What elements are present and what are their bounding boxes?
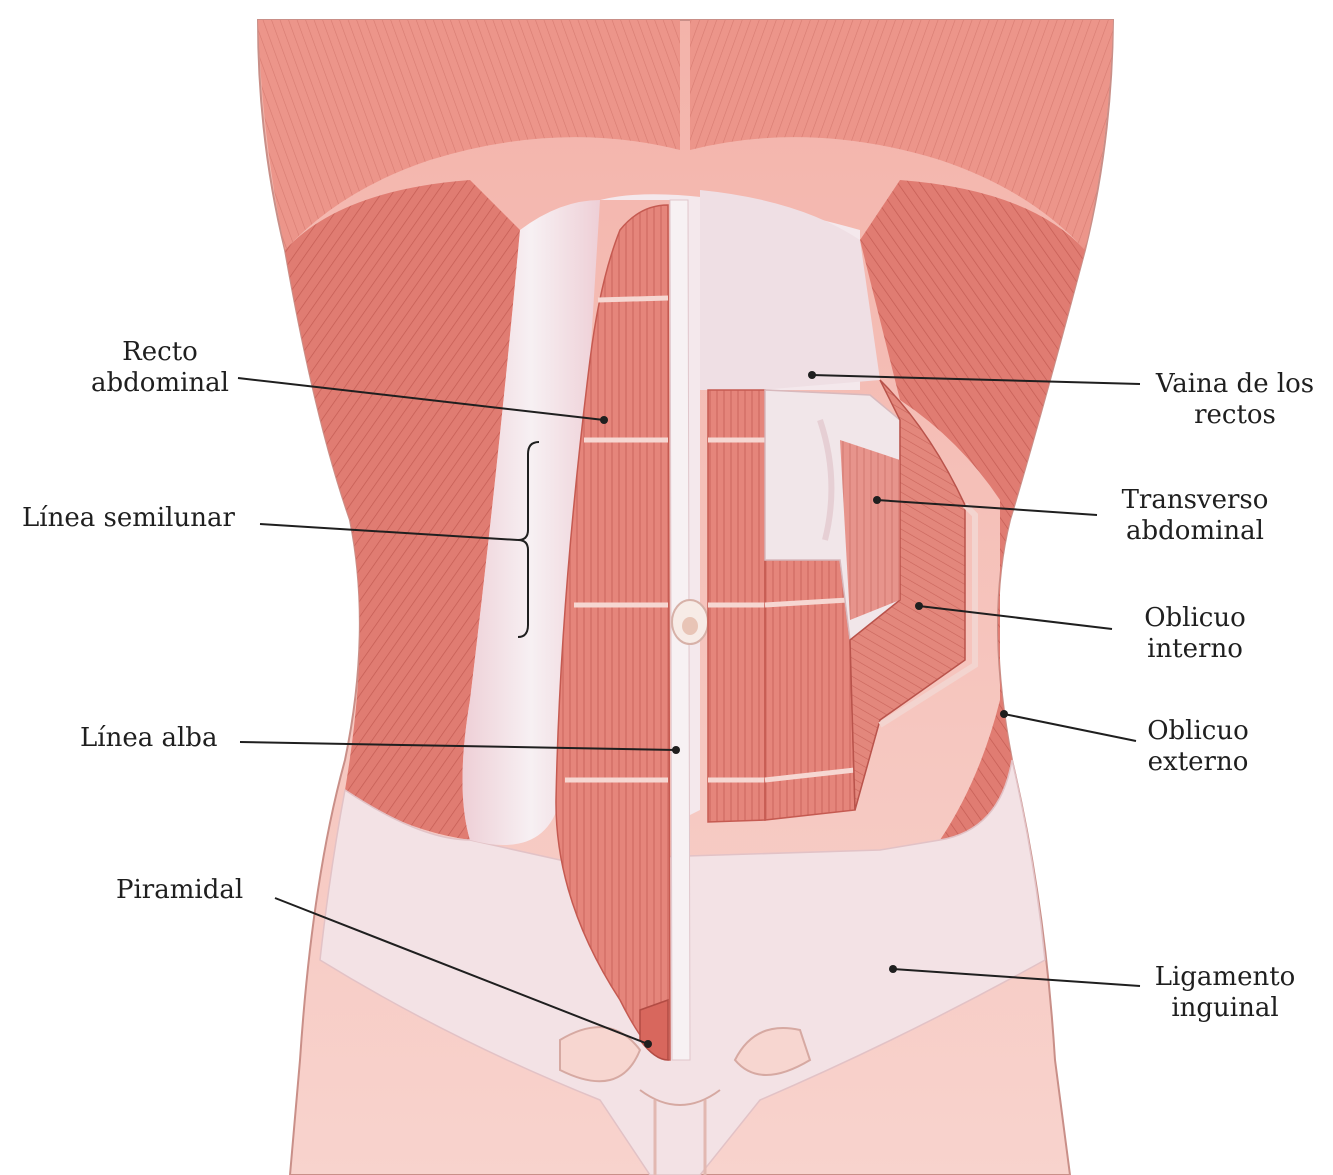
label-linea-alba: Línea alba bbox=[80, 723, 217, 754]
label-vaina-de-los-rectos: Vaina de los rectos bbox=[1140, 369, 1330, 431]
label-semilunar-line1: Línea semilunar bbox=[22, 503, 235, 534]
label-piramidal: Piramidal bbox=[116, 875, 243, 906]
label-piramidal-line1: Piramidal bbox=[116, 875, 243, 906]
label-recto-abdominal: Recto abdominal bbox=[80, 337, 240, 399]
label-alba-line1: Línea alba bbox=[80, 723, 217, 754]
label-oblicuo-externo-line1: Oblicuo bbox=[1118, 716, 1278, 747]
label-linea-semilunar: Línea semilunar bbox=[22, 503, 235, 534]
label-ligamento-inguinal: Ligamento inguinal bbox=[1130, 962, 1320, 1024]
label-oblicuo-interno-line2: interno bbox=[1115, 634, 1275, 665]
label-ligamento-line2: inguinal bbox=[1130, 993, 1320, 1024]
label-transverso-line2: abdominal bbox=[1100, 516, 1290, 547]
label-recto-line1: Recto bbox=[80, 337, 240, 368]
label-transverso-abdominal: Transverso abdominal bbox=[1100, 485, 1290, 547]
leader-oblicuo-externo bbox=[1004, 714, 1136, 741]
label-oblicuo-externo: Oblicuo externo bbox=[1118, 716, 1278, 778]
label-recto-line2: abdominal bbox=[80, 368, 240, 399]
transverse-abdominis-muscle bbox=[840, 440, 900, 620]
label-vaina-line1: Vaina de los bbox=[1140, 369, 1330, 400]
label-oblicuo-interno: Oblicuo interno bbox=[1115, 603, 1275, 665]
label-vaina-line2: rectos bbox=[1140, 400, 1330, 431]
label-transverso-line1: Transverso bbox=[1100, 485, 1290, 516]
label-oblicuo-externo-line2: externo bbox=[1118, 747, 1278, 778]
label-oblicuo-interno-line1: Oblicuo bbox=[1115, 603, 1275, 634]
label-ligamento-line1: Ligamento bbox=[1130, 962, 1320, 993]
